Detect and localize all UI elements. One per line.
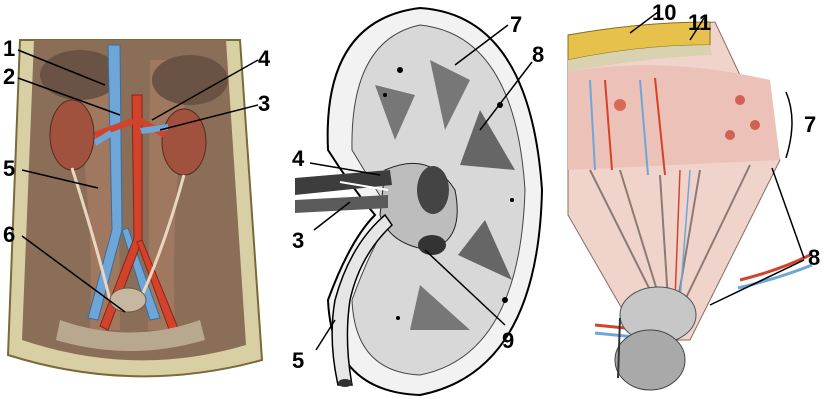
label-2: 2 — [3, 64, 15, 89]
leader-9 — [424, 249, 506, 326]
microanatomy-panel: 10 11 7 8 — [560, 0, 826, 401]
renal-pyramid-2 — [460, 110, 515, 170]
torso-illustration: 1 2 4 3 5 6 — [3, 36, 270, 378]
label-4: 4 — [292, 146, 305, 171]
leader-4 — [309, 162, 381, 176]
leader-1 — [17, 49, 106, 86]
upper-right-organ — [152, 55, 228, 105]
label-3: 3 — [292, 228, 304, 253]
label-5: 5 — [292, 348, 304, 373]
right-kidney — [161, 108, 207, 176]
leader-10 — [629, 11, 659, 34]
bracket-7 — [785, 91, 793, 159]
leader-5 — [21, 169, 99, 189]
leader-4 — [151, 59, 259, 121]
ureter-left — [70, 167, 112, 301]
renal-pyramid-3 — [458, 220, 512, 280]
renal-pyramid-5 — [375, 85, 415, 140]
renal-pyramid-1 — [430, 60, 470, 130]
leader-2 — [17, 77, 121, 116]
label-8: 8 — [808, 245, 820, 270]
leader-5 — [315, 319, 336, 351]
minor-calyx — [614, 329, 686, 391]
label-1: 1 — [3, 36, 15, 61]
ureter-right — [138, 174, 186, 301]
minor-calyx-lower — [418, 235, 446, 255]
renal-artery-left — [94, 118, 134, 138]
renal-vein-right — [140, 124, 168, 134]
leader-3 — [159, 104, 259, 131]
left-kidney — [49, 99, 95, 171]
renal-vein-left — [94, 130, 112, 146]
ureter-opening — [338, 379, 352, 387]
leader-7 — [454, 24, 509, 66]
label-6: 6 — [3, 222, 15, 247]
label-8: 8 — [532, 42, 544, 67]
label-3: 3 — [258, 91, 270, 116]
label-9: 9 — [502, 328, 514, 353]
renal-pyramid-4 — [410, 285, 470, 330]
leader-3 — [313, 201, 351, 231]
leader-8 — [479, 61, 533, 131]
fibrous-capsule — [568, 45, 712, 72]
label-7: 7 — [510, 12, 522, 37]
torso-illustration-panel: 1 2 4 3 5 6 — [0, 0, 270, 401]
label-7: 7 — [804, 112, 816, 137]
inferior-vena-cava — [87, 44, 123, 321]
leader-8b — [709, 259, 805, 306]
microanatomy-illustration: 10 11 7 8 — [567, 0, 820, 391]
cortex-zone — [568, 65, 780, 170]
kidney-section-panel: 7 8 4 3 9 5 — [280, 0, 550, 401]
label-5: 5 — [3, 156, 15, 181]
pelvic-floor — [56, 320, 205, 351]
label-4: 4 — [258, 46, 270, 71]
vessel-highlight — [339, 181, 389, 191]
label-10: 10 — [652, 0, 676, 25]
leader-6 — [21, 235, 126, 313]
abdominal-aorta — [99, 94, 143, 331]
minor-calyx-upper — [417, 166, 449, 214]
leader-8a — [771, 167, 805, 259]
renal-artery — [295, 195, 388, 213]
leader-11 — [689, 17, 705, 41]
kidney-section-illustration: 7 8 4 3 9 5 — [292, 6, 544, 397]
label-11: 11 — [688, 10, 711, 35]
urinary-bladder — [109, 287, 147, 313]
